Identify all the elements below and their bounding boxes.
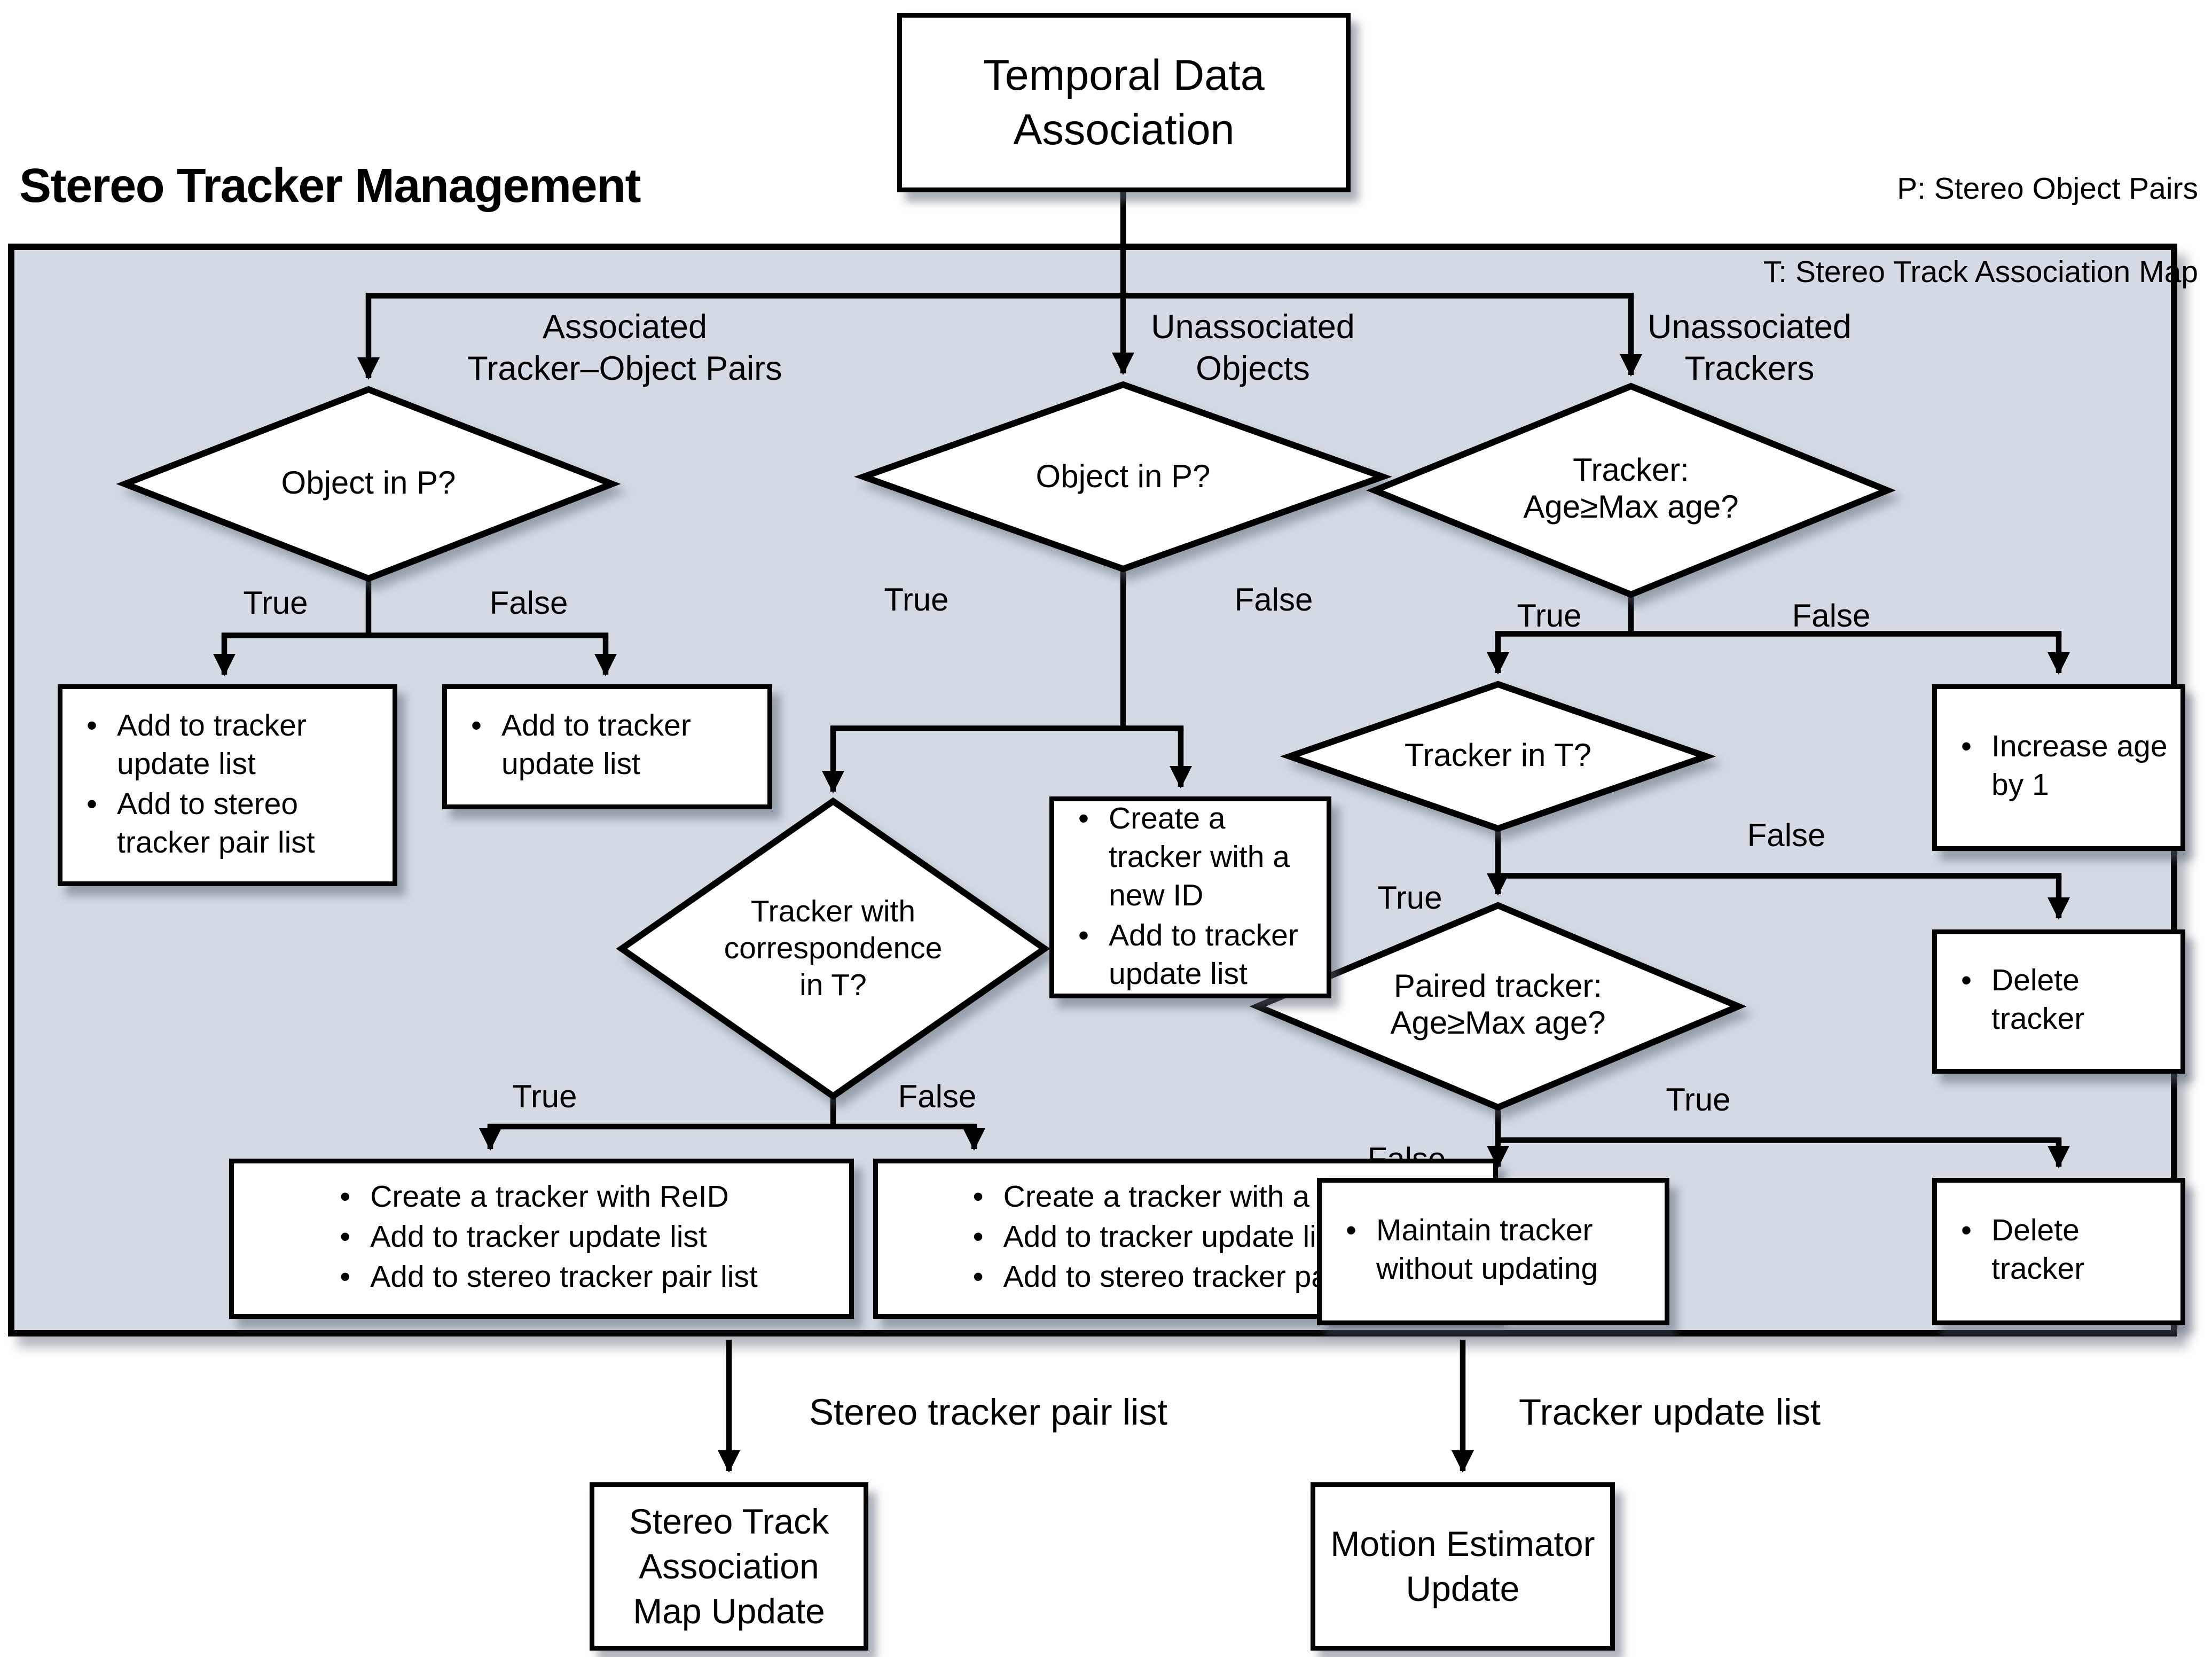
d4-true-label: True <box>512 1080 577 1115</box>
action-box-delete-tracker-2: Delete tracker <box>1932 1178 2185 1325</box>
branch-label-unassociated-trackers: Unassociated Trackers <box>1648 309 1852 388</box>
bullet-item: Add to tracker update list <box>460 708 758 785</box>
action-box-delete-tracker-1: Delete tracker <box>1932 929 2185 1074</box>
motion-estimator-update-box: Motion Estimator Update <box>1311 1482 1615 1651</box>
action-list: Create a tracker with a new IDAdd to tra… <box>1054 793 1327 1003</box>
d5-true-label: True <box>1377 881 1442 917</box>
tracker-update-list-label: Tracker update list <box>1519 1391 1821 1433</box>
bullet-item: Add to tracker update list <box>75 708 383 785</box>
bullet-item: Create a tracker with ReID <box>328 1179 757 1218</box>
action-list: Delete tracker <box>1937 955 2180 1048</box>
branch-label-associated: Associated Tracker–Object Pairs <box>467 309 782 388</box>
decision-object-in-p-mid-label: Object in P? <box>1036 460 1211 495</box>
action-box-maintain-tracker: Maintain tracker without updating <box>1317 1178 1669 1325</box>
page-title: Stereo Tracker Management <box>19 160 641 213</box>
bullet-item: Add to tracker update list <box>1067 918 1317 995</box>
d1-true-label: True <box>243 587 308 622</box>
d1-false-label: False <box>489 587 568 622</box>
action-list: Increase age by 1 <box>1937 721 2180 814</box>
bullet-item: Create a tracker with a new ID <box>1067 801 1317 916</box>
action-list: Delete tracker <box>1937 1205 2180 1298</box>
decision-paired-tracker-age-label: Paired tracker: Age≥Max age? <box>1390 970 1606 1042</box>
stereo-track-association-map-update-box: Stereo Track Association Map Update <box>590 1482 868 1651</box>
d5-false-label: False <box>1747 819 1826 854</box>
d3-false-label: False <box>1792 599 1871 635</box>
action-list: Maintain tracker without updating <box>1322 1205 1665 1298</box>
d2-true-label: True <box>884 583 949 619</box>
action-list: Create a tracker with ReIDAdd to tracker… <box>316 1171 767 1306</box>
action-box-object-false: Create a tracker with a new IDAdd to tra… <box>1049 796 1331 998</box>
decision-tracker-age-shape <box>1366 382 1896 598</box>
action-box-correspondence-true: Create a tracker with ReIDAdd to tracker… <box>229 1159 854 1319</box>
decision-tracker-in-t-shape <box>1280 681 1716 832</box>
action-list: Add to tracker update listAdd to stereo … <box>62 700 393 871</box>
decision-correspondence-label: Tracker with correspondence in T? <box>724 896 943 1003</box>
legend-p: P: Stereo Object Pairs <box>1897 173 2198 207</box>
bullet-item: Increase age by 1 <box>1950 729 2171 806</box>
d2-false-label: False <box>1234 583 1313 619</box>
d3-true-label: True <box>1517 599 1582 635</box>
branch-label-unassociated-objects: Unassociated Objects <box>1151 309 1355 388</box>
bullet-item: Maintain tracker without updating <box>1335 1213 1655 1290</box>
bullet-item: Delete tracker <box>1950 1213 2171 1290</box>
legend: P: Stereo Object Pairs T: Stereo Track A… <box>1365 128 2198 337</box>
bullet-item: Add to tracker update list <box>962 1220 1413 1258</box>
stereo-tracker-pair-list-label: Stereo tracker pair list <box>809 1391 1168 1433</box>
action-list: Add to tracker update list <box>447 700 767 793</box>
bullet-item: Add to tracker update list <box>328 1220 757 1258</box>
temporal-data-association-box: Temporal Data Association <box>897 13 1351 192</box>
action-box-associated-false: Add to tracker update list <box>442 684 772 809</box>
decision-object-in-p-left-shape <box>116 386 621 582</box>
decision-object-in-p-mid-shape <box>854 381 1392 573</box>
decision-object-in-p-left-label: Object in P? <box>281 466 456 502</box>
d4-false-label: False <box>898 1080 977 1115</box>
d6-true-label: True <box>1666 1083 1731 1119</box>
decision-correspondence-shape <box>616 797 1050 1100</box>
bullet-item: Add to stereo tracker pair list <box>328 1260 757 1298</box>
bullet-item: Delete tracker <box>1950 963 2171 1040</box>
action-box-associated-true: Add to tracker update listAdd to stereo … <box>58 684 397 886</box>
decision-tracker-in-t-label: Tracker in T? <box>1404 739 1592 774</box>
bullet-item: Add to stereo tracker pair list <box>75 786 383 863</box>
decision-paired-tracker-age-shape <box>1249 902 1747 1111</box>
action-box-increase-age: Increase age by 1 <box>1932 684 2185 851</box>
decision-tracker-age-label: Tracker: Age≥Max age? <box>1523 454 1739 526</box>
legend-t: T: Stereo Track Association Map <box>1763 256 2198 290</box>
